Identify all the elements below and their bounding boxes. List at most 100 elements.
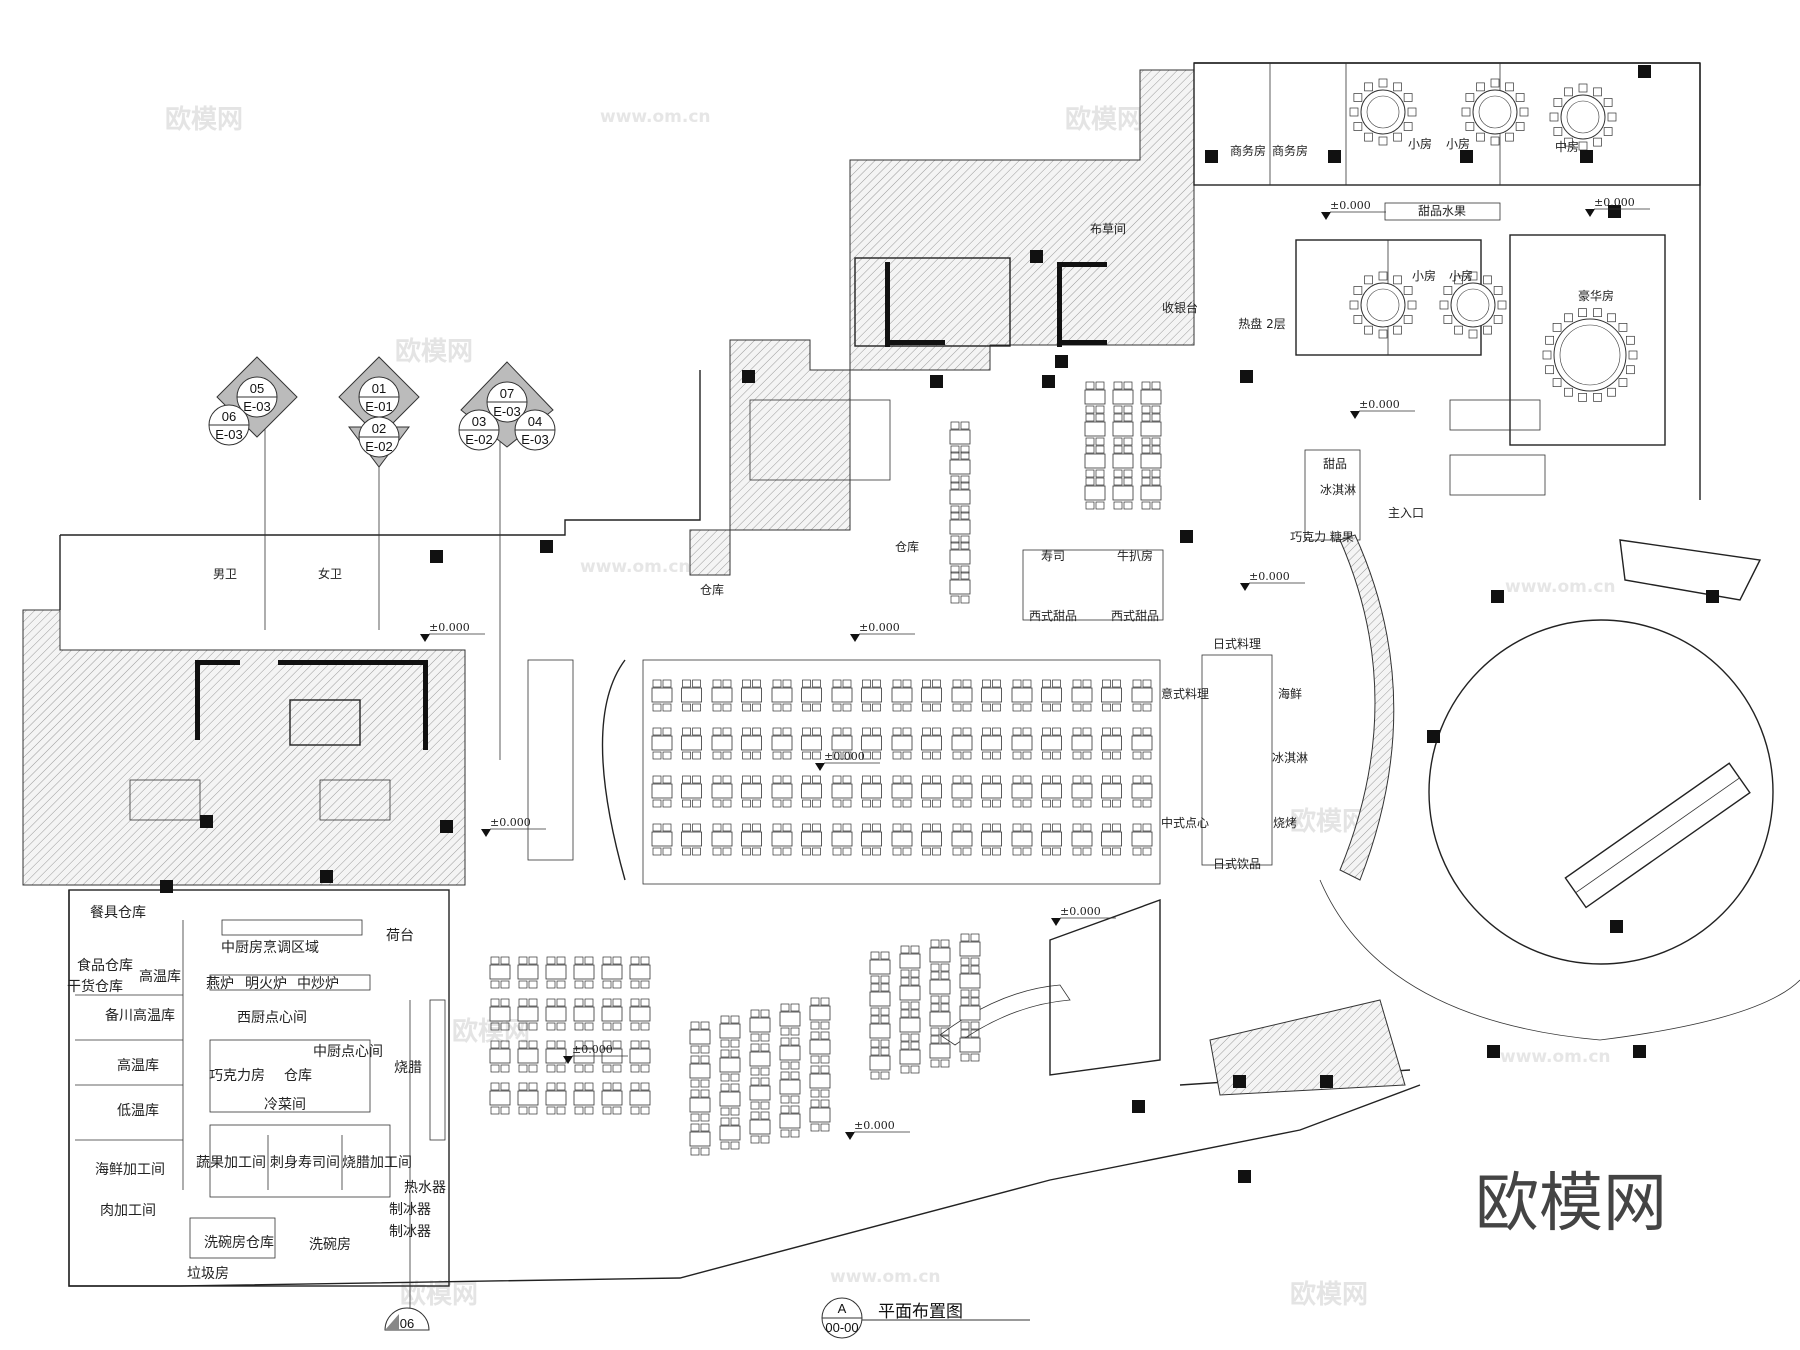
four-seat-table <box>981 679 1002 712</box>
chair <box>760 1111 770 1120</box>
level-value: ±0.000 <box>490 816 531 829</box>
table-top <box>891 735 913 751</box>
table-top <box>1131 735 1153 751</box>
chair <box>1515 93 1525 102</box>
chair <box>910 1065 920 1074</box>
marker-sheet: E-03 <box>243 399 270 414</box>
four-seat-table <box>929 1035 951 1068</box>
chair <box>682 751 691 760</box>
chair <box>1142 823 1152 832</box>
chair <box>1515 122 1525 131</box>
chair <box>862 679 871 688</box>
table-top <box>959 1037 981 1053</box>
chair <box>842 847 852 856</box>
level-triangle <box>481 829 491 837</box>
table-top <box>1011 831 1033 847</box>
four-seat-table <box>869 951 891 984</box>
chair <box>742 751 751 760</box>
chair <box>1113 381 1123 390</box>
lazy-susan <box>1456 288 1490 322</box>
chair <box>730 1107 740 1116</box>
chair <box>612 980 622 989</box>
four-seat-table <box>741 727 762 760</box>
table-top <box>809 1005 831 1021</box>
private-room-labels: 商务房 商务房 小房 小房 中房 小房 小房 豪华房 <box>1230 136 1614 303</box>
chair <box>1468 329 1478 339</box>
chair <box>1132 847 1142 856</box>
four-seat-table <box>719 1083 741 1116</box>
chair <box>640 1106 650 1115</box>
chair <box>870 1071 880 1080</box>
chair <box>1102 823 1111 832</box>
chair <box>1072 775 1082 784</box>
chair <box>1142 847 1152 856</box>
chair <box>500 1106 510 1115</box>
level-triangle <box>563 1056 573 1064</box>
chair <box>780 1027 790 1036</box>
chair <box>1403 122 1413 131</box>
chair <box>1393 325 1402 335</box>
chair <box>930 939 940 948</box>
chair <box>1493 286 1503 295</box>
chair <box>790 1095 800 1104</box>
four-seat-table <box>1140 477 1162 510</box>
chair <box>720 1141 730 1150</box>
four-seat-table <box>809 1065 831 1098</box>
chair <box>962 727 972 736</box>
chair <box>842 823 852 832</box>
chair <box>1141 437 1151 446</box>
table-top <box>489 964 511 980</box>
chair <box>1497 300 1507 310</box>
chair <box>652 847 662 856</box>
four-seat-table <box>891 679 913 712</box>
chair <box>930 963 940 972</box>
chair <box>952 799 962 808</box>
chair <box>1618 323 1628 332</box>
four-seat-table <box>573 998 595 1031</box>
label-womens-restroom: 女卫 <box>318 566 342 581</box>
chair <box>950 595 960 604</box>
table-top <box>545 1006 567 1022</box>
room-label: 制冰器 <box>389 1224 431 1240</box>
chair <box>802 751 811 760</box>
chair <box>970 965 980 974</box>
four-seat-table <box>573 956 595 989</box>
chair <box>1378 271 1388 281</box>
table-top <box>949 549 971 565</box>
structural-columns <box>160 65 1719 1183</box>
chair <box>842 703 852 712</box>
four-seat-table <box>749 1111 771 1144</box>
room-label: 冷菜间 <box>264 1097 306 1113</box>
table-top <box>809 1107 831 1123</box>
room-label: 高温库 <box>117 1057 159 1074</box>
chair <box>1545 335 1554 345</box>
chair <box>842 751 852 760</box>
room-label: 肉加工间 <box>100 1203 156 1219</box>
room-label: 小房 <box>1412 268 1436 283</box>
chair <box>880 1039 890 1048</box>
chair <box>750 1135 760 1144</box>
chair <box>950 481 960 490</box>
four-seat-table <box>861 823 882 856</box>
label-storage: 仓库 <box>895 539 919 554</box>
table-top <box>1071 735 1093 751</box>
chair <box>892 775 902 784</box>
chair <box>1403 286 1413 295</box>
table-top <box>719 1023 741 1039</box>
chair <box>992 703 1001 712</box>
chair <box>760 1077 770 1086</box>
chair <box>518 956 528 965</box>
table-top <box>831 831 853 847</box>
four-seat-table <box>929 971 951 1004</box>
chair <box>690 1045 700 1054</box>
chair <box>1132 751 1142 760</box>
four-seat-table <box>869 1015 891 1048</box>
chair <box>1628 350 1638 360</box>
chair <box>692 775 701 784</box>
kitchen-area <box>68 889 450 1287</box>
four-seat-table <box>891 823 913 856</box>
four-seat-table <box>891 775 913 808</box>
chair <box>960 505 970 514</box>
chair <box>652 823 662 832</box>
chair <box>772 775 782 784</box>
